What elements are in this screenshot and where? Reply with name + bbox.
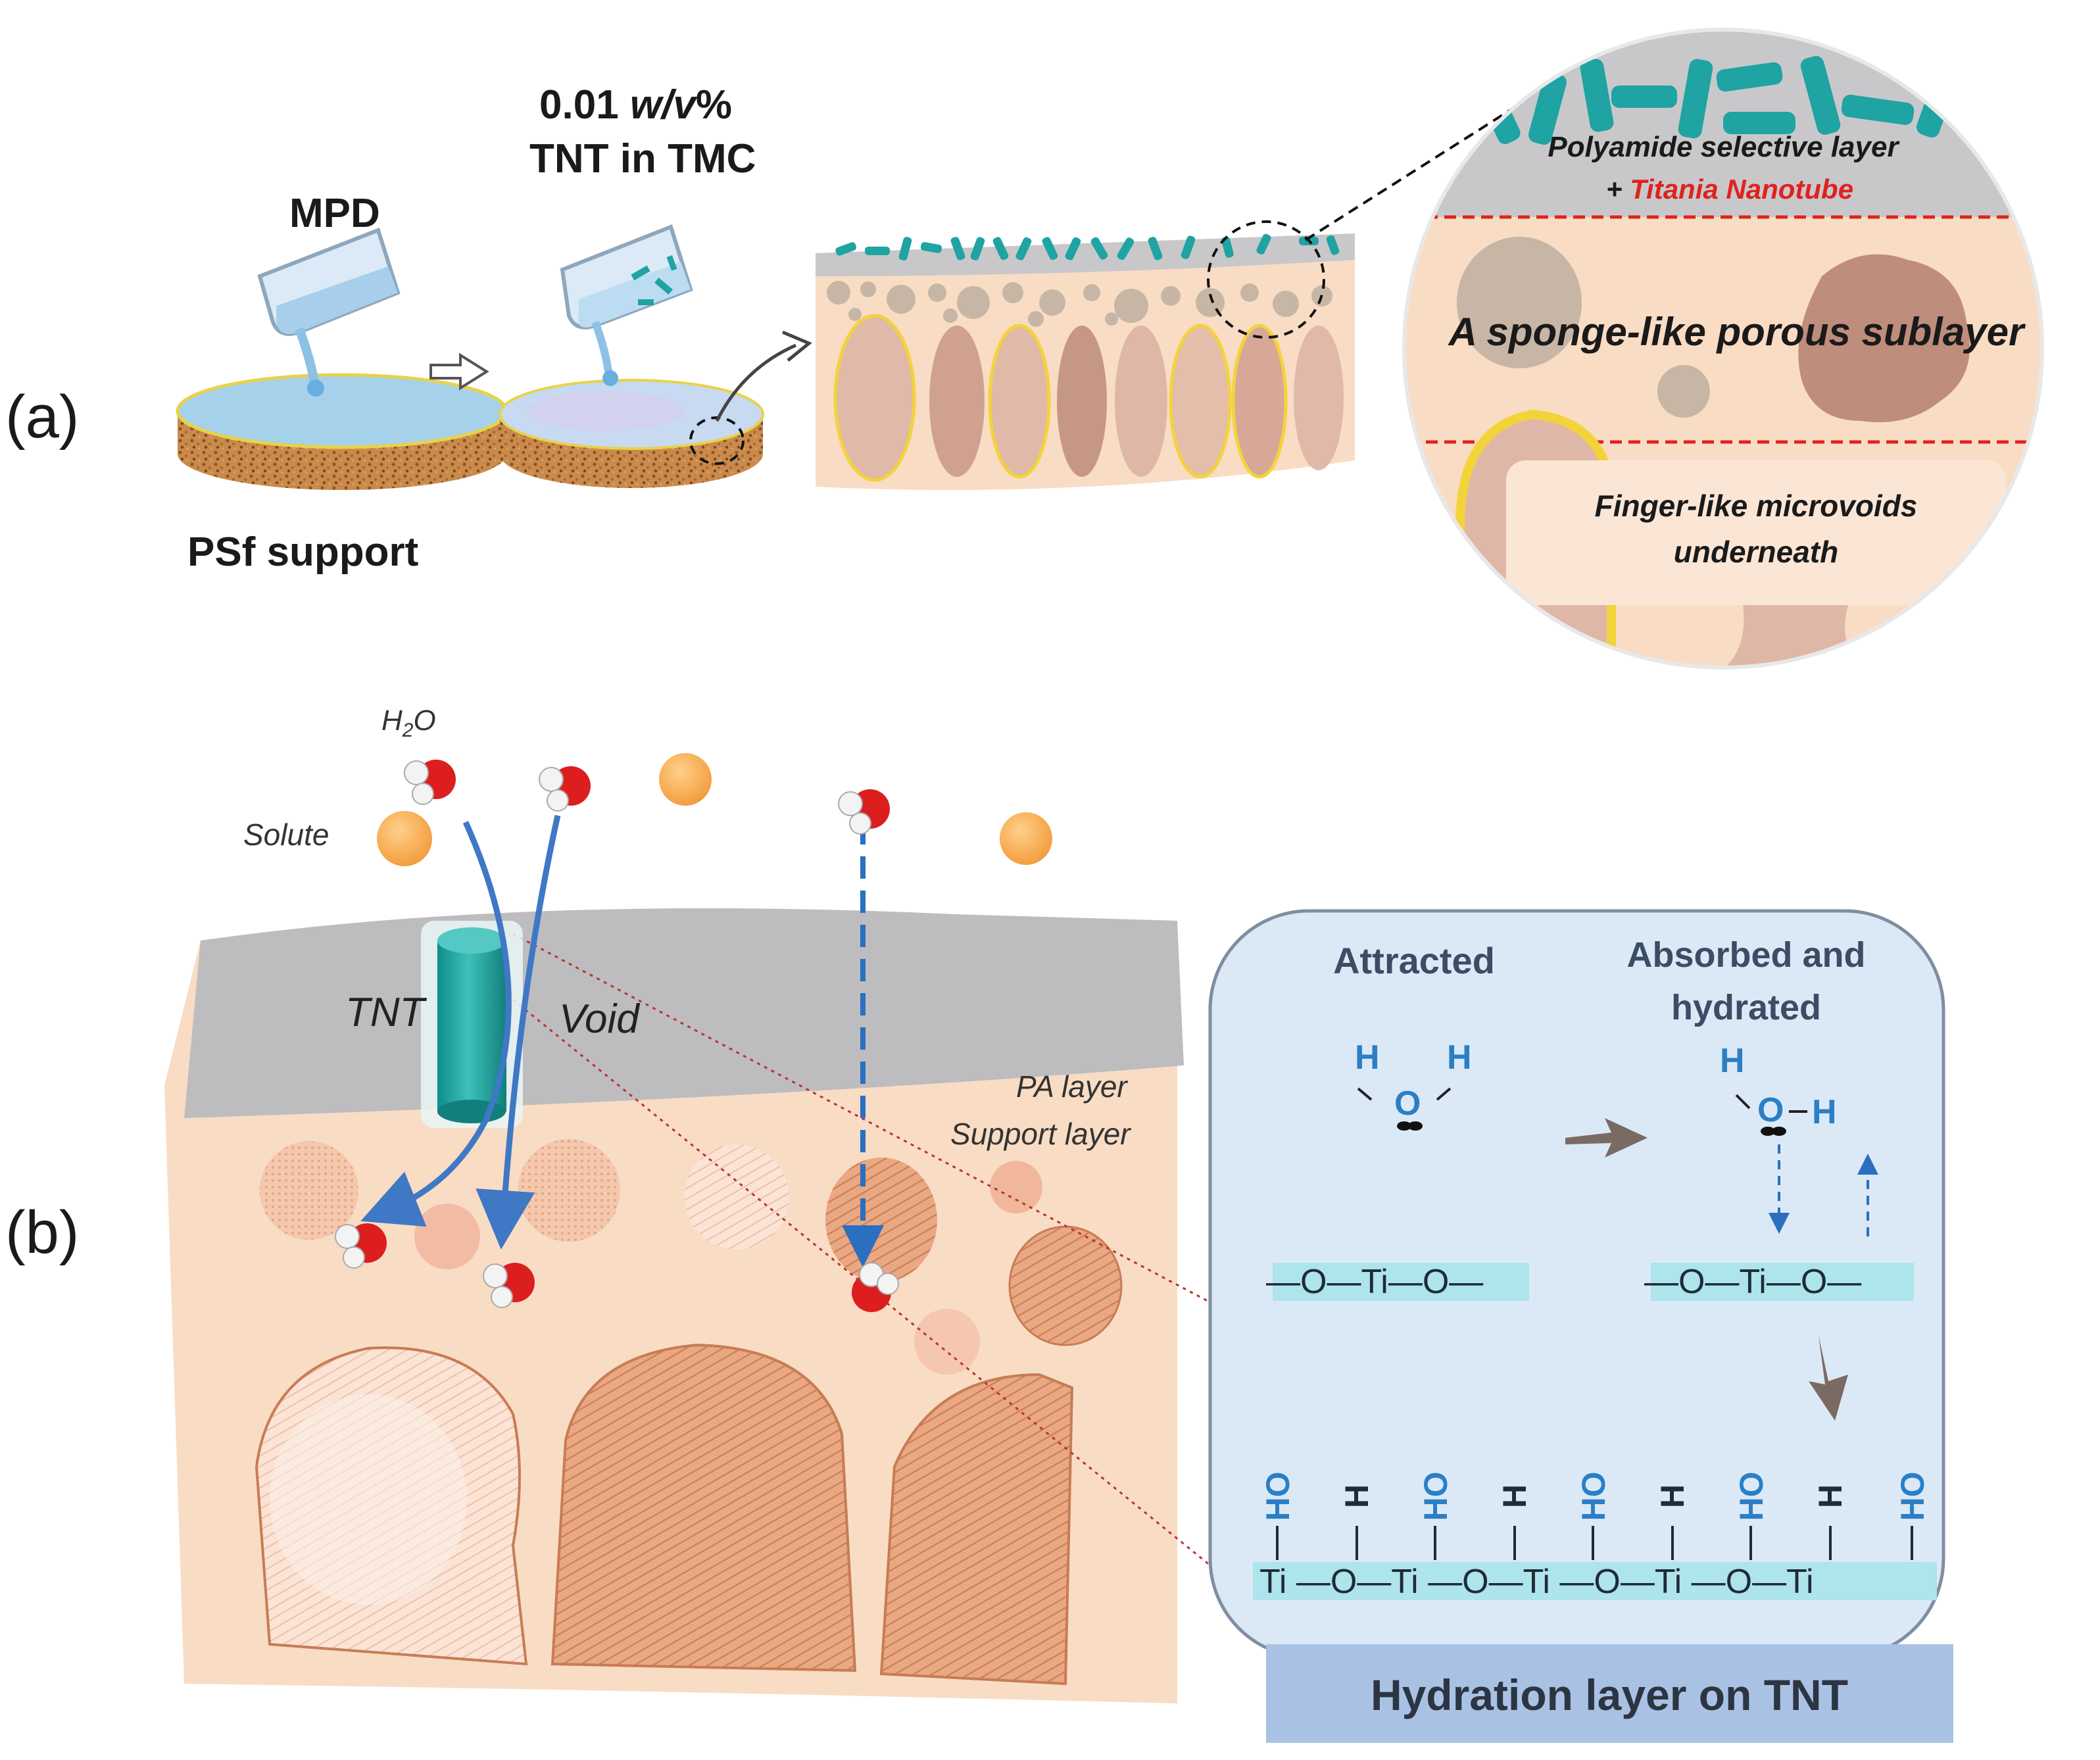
membrane-cross-section bbox=[816, 220, 1355, 490]
svg-text:H: H bbox=[1654, 1484, 1691, 1508]
solute-label: Solute bbox=[243, 818, 329, 852]
svg-text:O: O bbox=[1394, 1085, 1421, 1123]
hydrated-ti-chain: Ti —O—Ti —O—Ti —O—Ti —O—Ti bbox=[1259, 1563, 1814, 1601]
psf-support-label: PSf support bbox=[187, 529, 418, 575]
tnt-label: TNT bbox=[345, 990, 427, 1035]
svg-text:H: H bbox=[1355, 1039, 1380, 1077]
panel-a: (a) MPD PSf support bbox=[5, 28, 2044, 670]
panel-b: (b) bbox=[5, 704, 1953, 1743]
void-flow-arrow bbox=[476, 815, 561, 1250]
h2o-label: H2O bbox=[381, 704, 436, 741]
tnt-flow-arrow bbox=[360, 821, 512, 1227]
svg-text:H: H bbox=[1338, 1484, 1375, 1508]
sponge-sublayer-label: A sponge-like porous sublayer bbox=[1448, 310, 2026, 354]
void-label: Void bbox=[559, 996, 641, 1042]
mpd-beaker-icon bbox=[257, 228, 401, 397]
ti-chain-left: —O—Ti—O— bbox=[1266, 1263, 1483, 1301]
support-layer-label: Support layer bbox=[950, 1117, 1131, 1151]
hydroxyl-groups: HO HO HO HO HO H H H H bbox=[1259, 1472, 1931, 1521]
zoom-circle: Polyamide selective layer + Titania Nano… bbox=[1402, 28, 2044, 670]
tnt-beaker-icon bbox=[560, 224, 693, 386]
reaction-arrow-icon bbox=[1565, 1118, 1648, 1158]
hydration-inset: Attracted Absorbed and hydrated H H O H … bbox=[1208, 909, 1953, 1743]
svg-text:H: H bbox=[1720, 1042, 1745, 1080]
svg-text:H: H bbox=[1812, 1484, 1849, 1508]
attracted-water-molecule: H H O bbox=[1355, 1039, 1472, 1131]
svg-text:HO: HO bbox=[1894, 1472, 1931, 1521]
step-arrow-icon bbox=[429, 353, 489, 391]
zoom-arrow-icon bbox=[715, 343, 797, 422]
absorbed-water-molecule: H O H bbox=[1720, 1042, 1878, 1236]
svg-text:H: H bbox=[1812, 1093, 1837, 1131]
svg-text:HO: HO bbox=[1733, 1472, 1770, 1521]
svg-text:H: H bbox=[1447, 1039, 1472, 1077]
tnt-concentration-label: 0.01 w/v% bbox=[539, 82, 732, 128]
hydration-footer-label: Hydration layer on TNT bbox=[1371, 1671, 1848, 1719]
panel-a-label: (a) bbox=[5, 383, 79, 451]
water-molecules bbox=[335, 760, 899, 1312]
absorbed-label-2: hydrated bbox=[1671, 988, 1821, 1027]
svg-text:H: H bbox=[1496, 1484, 1533, 1508]
polyamide-layer-label: Polyamide selective layer bbox=[1548, 131, 1900, 163]
finger-microvoids-label-1: Finger-like microvoids bbox=[1595, 489, 1918, 523]
titania-nanotube-label: + Titania Nanotube bbox=[1606, 174, 1853, 205]
finger-microvoids-label-2: underneath bbox=[1674, 535, 1838, 569]
svg-text:HO: HO bbox=[1417, 1472, 1454, 1521]
ti-chain-right: —O—Ti—O— bbox=[1644, 1263, 1861, 1301]
attracted-label: Attracted bbox=[1333, 940, 1495, 981]
mpd-label: MPD bbox=[289, 191, 380, 236]
absorbed-label-1: Absorbed and bbox=[1626, 935, 1865, 975]
psf-support-disk bbox=[176, 373, 508, 490]
svg-text:HO: HO bbox=[1575, 1472, 1612, 1521]
hydration-footer-box bbox=[1266, 1644, 1953, 1743]
mpd-coated-disk bbox=[499, 379, 764, 488]
tnt-in-tmc-label: TNT in TMC bbox=[529, 136, 756, 182]
panel-b-label: (b) bbox=[5, 1199, 79, 1266]
solute-particles bbox=[377, 753, 1052, 866]
down-arrow-icon bbox=[1809, 1335, 1848, 1421]
svg-text:HO: HO bbox=[1259, 1472, 1296, 1521]
pa-layer-label: PA layer bbox=[1016, 1069, 1128, 1104]
svg-text:O: O bbox=[1757, 1091, 1784, 1129]
pa-support-membrane bbox=[164, 908, 1184, 1703]
